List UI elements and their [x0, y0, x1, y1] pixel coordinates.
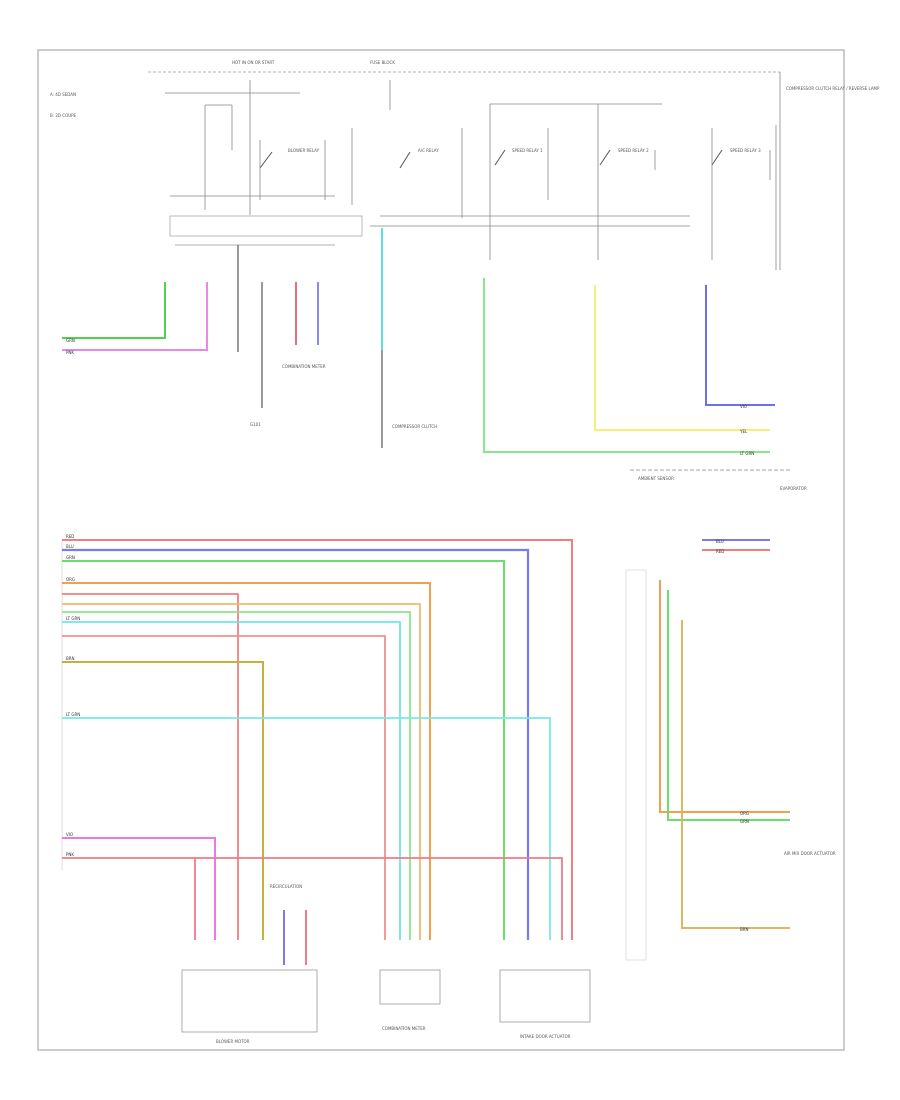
wire-green-right	[667, 590, 790, 821]
svg-text:BLU: BLU	[716, 539, 724, 544]
relay-speed-1: SPEED RELAY 1	[489, 104, 549, 260]
wire-red-main	[62, 539, 573, 940]
svg-text:BRN: BRN	[66, 656, 75, 661]
svg-text:RED: RED	[716, 549, 724, 554]
label-combination-meter-bottom: COMBINATION METER	[382, 1026, 426, 1031]
blower-motor-connector	[181, 969, 318, 1033]
svg-text:BLOWER RELAY: BLOWER RELAY	[288, 148, 320, 153]
wire-pink-top-left	[62, 282, 208, 351]
relay-ac: A/C RELAY	[351, 80, 463, 218]
legend-b: B: 2D COUPE	[50, 113, 77, 118]
legend-a: A: 4D SEDAN	[50, 92, 76, 97]
wire-olive-1	[62, 661, 264, 940]
label-hot-all: HOT IN ON OR START	[232, 60, 275, 65]
wire-green-main	[62, 560, 505, 940]
label-combination-meter-top: COMBINATION METER	[282, 364, 326, 369]
label-right-note: COMPRESSOR CLUTCH RELAY / REVERSE LAMP	[786, 86, 880, 91]
svg-text:GRN: GRN	[66, 555, 75, 560]
svg-text:VIO: VIO	[740, 404, 747, 409]
wire-red-2	[62, 593, 239, 940]
svg-text:GRN: GRN	[740, 819, 749, 824]
label-ground: G101	[250, 422, 261, 427]
svg-text:RED: RED	[66, 534, 74, 539]
svg-text:LT GRN: LT GRN	[66, 712, 80, 717]
combination-meter-connector	[379, 969, 441, 1005]
wire-green-2	[62, 611, 411, 940]
svg-text:LT GRN: LT GRN	[66, 616, 80, 621]
label-blower-motor: BLOWER MOTOR	[216, 1039, 250, 1044]
svg-text:YEL: YEL	[739, 429, 748, 434]
label-recirc: RECIRCULATION	[270, 884, 302, 889]
wire-pink-2	[62, 635, 386, 940]
svg-text:ORG: ORG	[66, 577, 75, 582]
air-mix-block	[625, 569, 647, 961]
wire-olive-right	[681, 620, 790, 929]
relay-speed-2: SPEED RELAY 2	[597, 104, 656, 260]
label-compressor: COMPRESSOR CLUTCH	[392, 424, 437, 429]
svg-text:LT GRN: LT GRN	[740, 451, 754, 456]
svg-text:A/C RELAY: A/C RELAY	[418, 148, 439, 153]
wire-pink-3	[62, 857, 563, 940]
svg-text:GRN: GRN	[66, 338, 75, 343]
wire-cyan-2	[62, 717, 551, 940]
wire-green-top-left	[62, 282, 166, 339]
diagram-frame	[37, 49, 845, 1051]
wire-blue-main	[62, 548, 530, 940]
svg-text:ORG: ORG	[740, 811, 749, 816]
label-intake-door: INTAKE DOOR ACTUATOR	[520, 1034, 571, 1039]
wire-yellow-relay-out	[594, 285, 770, 431]
svg-text:SPEED RELAY 1: SPEED RELAY 1	[512, 148, 543, 153]
svg-text:VIO: VIO	[66, 832, 73, 837]
wire-violet-1	[62, 837, 216, 940]
svg-text:BRN: BRN	[740, 927, 749, 932]
wire-orange-right	[659, 580, 790, 813]
intake-door-connector	[499, 969, 591, 1023]
label-ambient-sensor: AMBIENT SENSOR	[638, 476, 674, 481]
svg-text:SPEED RELAY 2: SPEED RELAY 2	[618, 148, 649, 153]
wire-blue-relay-out	[705, 285, 775, 406]
svg-text:PNK: PNK	[66, 350, 74, 355]
wire-green-relay-out	[483, 278, 770, 453]
relay-speed-3: SPEED RELAY 3	[711, 128, 771, 260]
label-fuse-block: FUSE BLOCK	[370, 60, 395, 65]
svg-text:PNK: PNK	[66, 852, 74, 857]
fuse-relay-box	[169, 215, 363, 237]
wire-orange-2	[62, 603, 421, 940]
wire-orange-1	[62, 582, 431, 940]
svg-text:SPEED RELAY 3: SPEED RELAY 3	[730, 148, 761, 153]
svg-text:BLU: BLU	[66, 544, 74, 549]
relay-blower: BLOWER RELAY	[259, 140, 326, 200]
label-evaporator: EVAPORATOR	[780, 486, 807, 491]
label-air-mix: AIR MIX DOOR ACTUATOR	[784, 851, 836, 856]
wire-cyan-1	[62, 621, 401, 940]
